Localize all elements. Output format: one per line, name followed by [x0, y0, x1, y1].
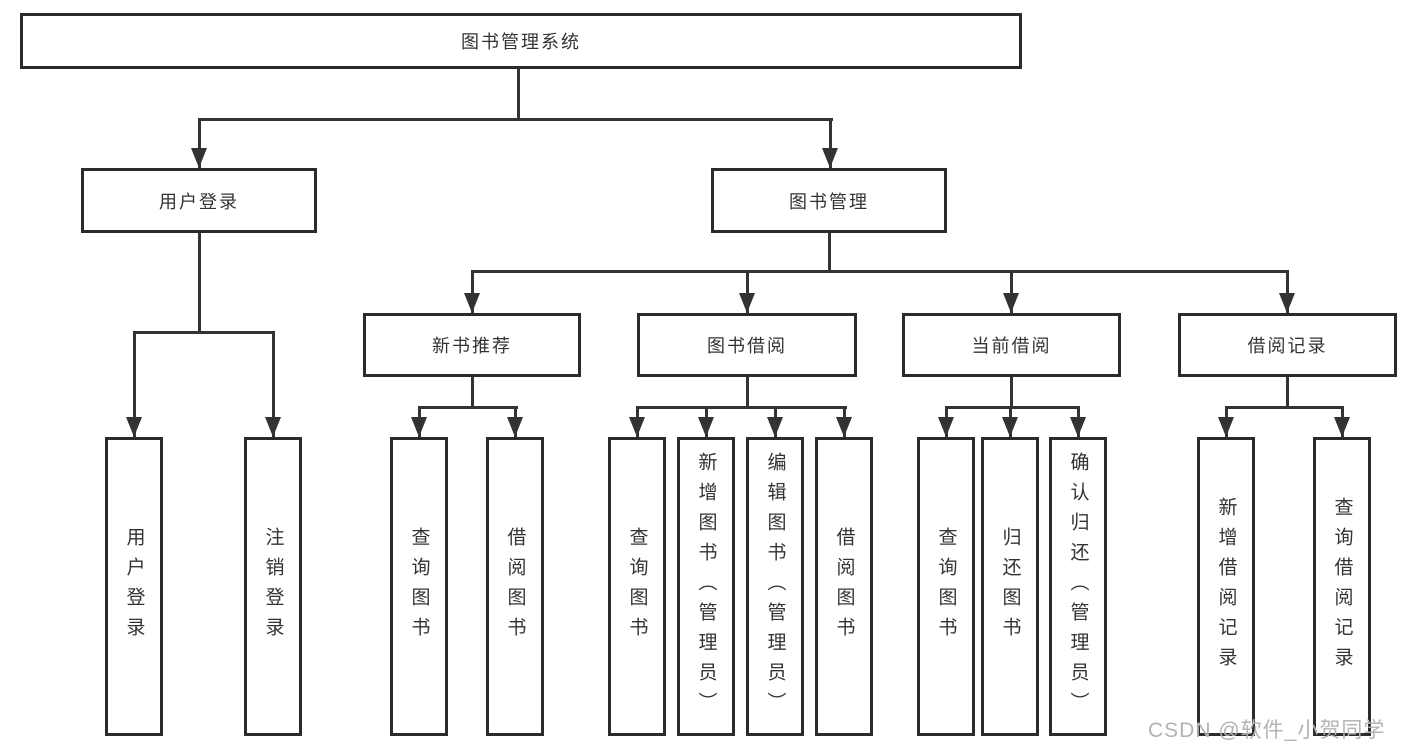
connector-vline [471, 270, 474, 313]
node-label: 新增图书（管理员） [695, 451, 717, 722]
node-label: 编辑图书（管理员） [764, 451, 786, 722]
arrowhead-down-icon [767, 417, 783, 437]
connector-vline [1010, 270, 1013, 313]
node-label: 确认归还（管理员） [1067, 451, 1089, 722]
node-label: 查询图书 [408, 526, 430, 647]
node-label: 新增借阅记录 [1215, 496, 1237, 677]
leaf-query-books-current: 查询图书 [917, 437, 975, 736]
leaf-add-book-admin: 新增图书（管理员） [677, 437, 735, 736]
connector-vline [198, 233, 201, 334]
node-library-management-system: 图书管理系统 [20, 13, 1022, 69]
arrowhead-down-icon [629, 417, 645, 437]
leaf-query-books-recommend: 查询图书 [390, 437, 448, 736]
node-user-login: 用户登录 [81, 168, 317, 233]
connector-vline [828, 233, 831, 273]
arrowhead-down-icon [507, 417, 523, 437]
node-new-book-recommendation: 新书推荐 [363, 313, 581, 377]
arrowhead-down-icon [698, 417, 714, 437]
arrowhead-down-icon [126, 417, 142, 437]
node-label: 用户登录 [123, 526, 145, 647]
node-label: 图书借阅 [707, 336, 787, 356]
arrowhead-down-icon [1003, 293, 1019, 313]
arrowhead-down-icon [836, 417, 852, 437]
arrowhead-down-icon [464, 293, 480, 313]
connector-vline [272, 331, 275, 437]
connector-hline [1225, 406, 1344, 409]
leaf-confirm-return-admin: 确认归还（管理员） [1049, 437, 1107, 736]
node-label: 新书推荐 [432, 336, 512, 356]
connector-vline [471, 377, 474, 409]
node-label: 当前借阅 [971, 336, 1052, 356]
connector-vline [198, 118, 201, 168]
node-label: 归还图书 [999, 526, 1021, 647]
node-borrowing-records: 借阅记录 [1178, 313, 1397, 377]
connector-vline [1286, 377, 1289, 409]
leaf-query-books-borrowing: 查询图书 [608, 437, 666, 736]
connector-vline [746, 270, 749, 313]
connector-hline [945, 406, 1080, 409]
arrowhead-down-icon [1279, 293, 1295, 313]
connector-hline [471, 270, 1289, 273]
leaf-user-login: 用户登录 [105, 437, 163, 736]
node-label: 查询借阅记录 [1331, 496, 1353, 677]
leaf-query-borrow-record: 查询借阅记录 [1313, 437, 1371, 736]
node-label: 借阅图书 [504, 526, 526, 647]
node-book-borrowing: 图书借阅 [637, 313, 857, 377]
arrowhead-down-icon [265, 417, 281, 437]
leaf-add-borrow-record: 新增借阅记录 [1197, 437, 1255, 736]
connector-hline [636, 406, 847, 409]
node-book-management: 图书管理 [711, 168, 947, 233]
arrowhead-down-icon [1334, 417, 1350, 437]
connector-vline [1010, 377, 1013, 409]
arrowhead-down-icon [1070, 417, 1086, 437]
leaf-edit-book-admin: 编辑图书（管理员） [746, 437, 804, 736]
node-label: 图书管理系统 [461, 32, 581, 52]
connector-hline [133, 331, 275, 334]
arrowhead-down-icon [191, 148, 207, 168]
leaf-borrow-books: 借阅图书 [815, 437, 873, 736]
connector-hline [198, 118, 833, 121]
watermark: CSDN @软件_小贺同学 [1148, 719, 1386, 742]
leaf-return-book: 归还图书 [981, 437, 1039, 736]
arrowhead-down-icon [739, 293, 755, 313]
connector-vline [746, 377, 749, 409]
connector-vline [517, 69, 520, 120]
arrowhead-down-icon [938, 417, 954, 437]
arrowhead-down-icon [411, 417, 427, 437]
node-label: 查询图书 [626, 526, 648, 647]
node-current-borrowing: 当前借阅 [902, 313, 1121, 377]
node-label: 注销登录 [262, 526, 284, 647]
node-label: 借阅图书 [833, 526, 855, 647]
node-label: 借阅记录 [1247, 336, 1328, 356]
node-label: 图书管理 [789, 191, 869, 212]
connector-vline [133, 331, 136, 437]
arrowhead-down-icon [1218, 417, 1234, 437]
connector-hline [418, 406, 518, 409]
arrowhead-down-icon [822, 148, 838, 168]
node-label: 用户登录 [159, 191, 239, 212]
connector-vline [1286, 270, 1289, 313]
leaf-borrow-books-recommend: 借阅图书 [486, 437, 544, 736]
arrowhead-down-icon [1002, 417, 1018, 437]
connector-vline [829, 118, 832, 168]
leaf-logout: 注销登录 [244, 437, 302, 736]
node-label: 查询图书 [935, 526, 957, 647]
